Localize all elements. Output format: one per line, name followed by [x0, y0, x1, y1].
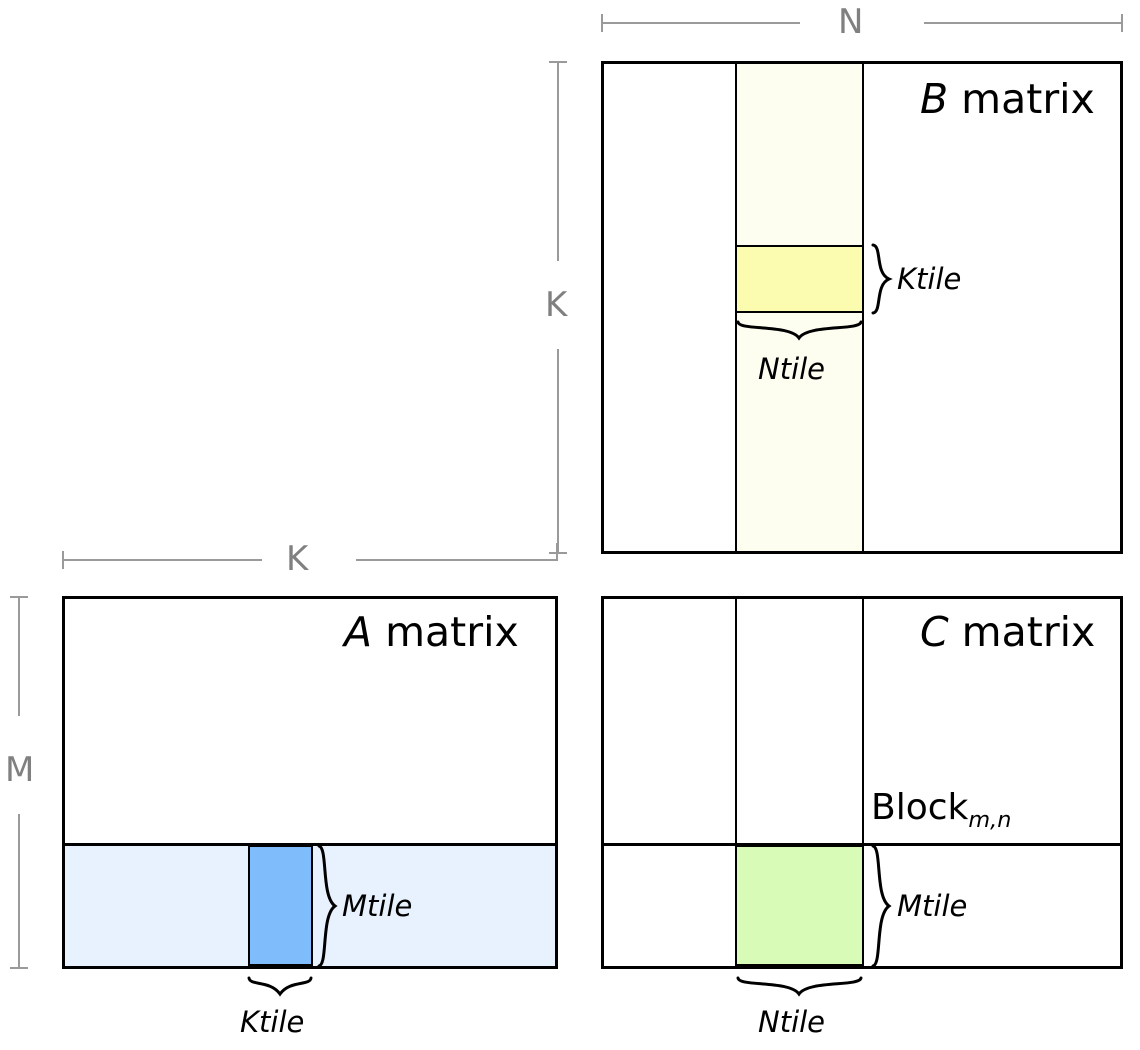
dimension-k2-right-cap	[556, 543, 558, 561]
a-matrix-name-suffix: matrix	[372, 608, 519, 656]
dimension-k-label: K	[545, 285, 568, 325]
dimension-n-label: N	[838, 2, 864, 42]
dimension-k2-left-line	[62, 559, 262, 561]
c-matrix-mtile-brace-icon	[869, 844, 893, 968]
c-matrix-block-label-sub: m,n	[968, 807, 1012, 834]
b-matrix-box	[601, 61, 1123, 554]
dimension-k2-label: K	[286, 539, 309, 579]
a-matrix-ktile-label: Ktile	[240, 1005, 305, 1039]
b-matrix-title: B matrix	[920, 79, 1095, 120]
b-matrix-ktile-label: Ktile	[897, 262, 962, 296]
a-matrix-ktile-brace-icon	[247, 974, 313, 998]
dimension-m-bottom-cap	[10, 967, 28, 969]
dimension-m-top-line	[18, 596, 20, 716]
c-matrix-mtile-label: Mtile	[897, 889, 968, 923]
c-matrix-column-divider-right	[862, 599, 864, 966]
dimension-n-left-line	[601, 22, 800, 24]
a-matrix-ktile-tile	[248, 845, 313, 966]
dimension-k-bottom-cap	[549, 552, 567, 554]
c-matrix-block-label: Blockm,n	[871, 790, 1011, 832]
a-matrix-name: A	[344, 608, 373, 656]
dimension-m-label: M	[5, 750, 35, 790]
c-matrix-title: C matrix	[920, 612, 1095, 653]
b-matrix-ntile-label: Ntile	[758, 352, 826, 386]
c-matrix-block-tile	[735, 845, 864, 966]
a-matrix-box	[62, 596, 558, 969]
c-matrix-block-label-main: Block	[871, 787, 969, 828]
dimension-n-right-line	[924, 22, 1123, 24]
c-matrix-ntile-label: Ntile	[758, 1005, 826, 1039]
dimension-k-top-line	[557, 61, 559, 261]
b-matrix-name: B	[920, 75, 949, 123]
c-matrix-column-divider-left	[735, 599, 737, 966]
c-matrix-row-divider	[604, 843, 1120, 846]
c-matrix-box	[601, 596, 1123, 969]
a-matrix-mtile-brace-icon	[315, 844, 339, 968]
c-matrix-name-suffix: matrix	[948, 608, 1096, 656]
c-matrix-ntile-brace-icon	[736, 974, 863, 998]
b-matrix-ktile-brace-icon	[869, 243, 893, 315]
dimension-k2-right-line	[356, 559, 556, 561]
a-matrix-mtile-label: Mtile	[342, 889, 413, 923]
dimension-n-right-cap	[1121, 14, 1123, 32]
dimension-k-bottom-line	[557, 349, 559, 554]
dimension-m-bottom-line	[18, 814, 20, 969]
c-matrix-name: C	[920, 608, 949, 656]
b-matrix-ktile-tile	[735, 245, 864, 313]
b-matrix-ntile-brace-icon	[736, 318, 863, 342]
b-matrix-name-suffix: matrix	[948, 75, 1095, 123]
a-matrix-title: A matrix	[344, 612, 519, 653]
a-matrix-row-divider	[65, 843, 555, 846]
